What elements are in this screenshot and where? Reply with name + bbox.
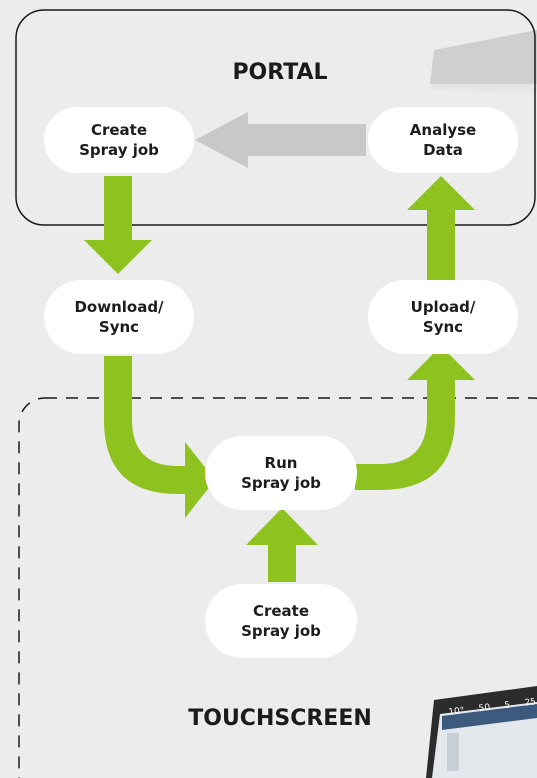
device-readout: 50 xyxy=(478,702,491,715)
node-create-spray-job-touchscreen: Create Spray job xyxy=(205,584,357,658)
node-label-line: Download/ xyxy=(74,298,164,316)
run-to-upload-arrow xyxy=(355,346,475,490)
node-label-line: Sync xyxy=(422,318,464,336)
upload-to-analyse-arrow xyxy=(407,176,475,280)
node-label-line: Data xyxy=(423,141,463,159)
create-to-run-arrow xyxy=(246,508,318,582)
node-download-sync: Download/ Sync xyxy=(44,280,194,354)
portal-title: PORTAL xyxy=(232,60,328,85)
node-label-line: Spray job xyxy=(241,474,321,492)
device-readout: 25 xyxy=(523,697,537,709)
laptop-device-icon xyxy=(430,30,537,84)
touchscreen-device-icon xyxy=(426,686,537,778)
node-label-line: Spray job xyxy=(241,622,321,640)
node-label-line: Analyse xyxy=(409,121,477,139)
node-label-line: Run xyxy=(264,454,298,472)
node-label-line: Create xyxy=(90,121,148,139)
laptop-base xyxy=(430,84,537,92)
download-to-run-arrow xyxy=(104,356,215,518)
device-readout: 5 xyxy=(503,700,511,712)
node-analyse-data: Analyse Data xyxy=(368,107,518,173)
node-upload-sync: Upload/ Sync xyxy=(368,280,518,354)
node-run-spray-job: Run Spray job xyxy=(205,436,357,510)
node-label-line: Create xyxy=(252,602,310,620)
node-label-line: Sync xyxy=(98,318,140,336)
create-to-download-arrow xyxy=(84,176,152,274)
node-label-line: Spray job xyxy=(79,141,159,159)
analyse-to-create-arrow xyxy=(195,112,366,168)
node-label-line: Upload/ xyxy=(410,298,476,316)
portal-frame xyxy=(15,9,536,226)
node-create-spray-job-portal: Create Spray job xyxy=(44,107,194,173)
device-readout: 10° xyxy=(448,706,466,718)
touchscreen-title: TOUCHSCREEN xyxy=(188,706,372,731)
